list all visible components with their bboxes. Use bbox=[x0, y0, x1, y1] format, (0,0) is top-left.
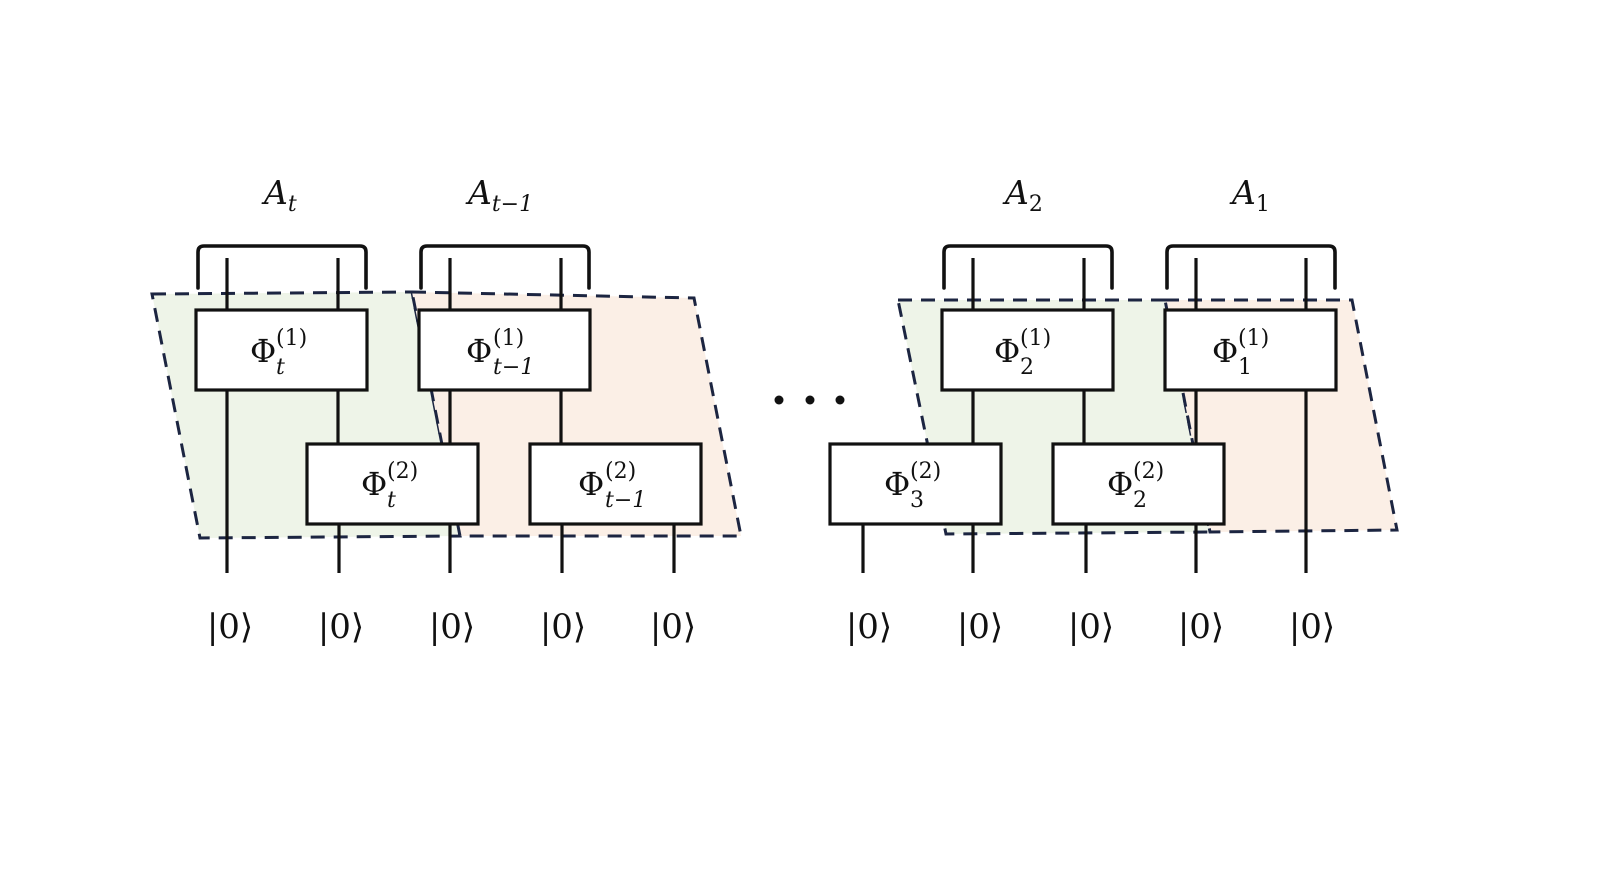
input-state-0: |0⟩ bbox=[207, 607, 253, 647]
svg-text:(1): (1) bbox=[276, 326, 307, 351]
gate-phi1-t-1: Φ (1) t−1 bbox=[417, 308, 592, 392]
svg-text:(2): (2) bbox=[910, 459, 941, 484]
svg-text:Φ: Φ bbox=[994, 332, 1020, 370]
group-braces bbox=[196, 244, 1337, 290]
input-state-5: |0⟩ bbox=[846, 607, 892, 647]
svg-text:Φ: Φ bbox=[361, 465, 387, 503]
svg-text:(1): (1) bbox=[1238, 326, 1269, 351]
svg-text:t−1: t−1 bbox=[493, 355, 534, 380]
svg-text:(1): (1) bbox=[493, 326, 524, 351]
gate-phi2-2: Φ (2) 2 bbox=[1051, 442, 1226, 526]
svg-text:t−1: t−1 bbox=[605, 488, 646, 513]
svg-text:(2): (2) bbox=[605, 459, 636, 484]
svg-text:3: 3 bbox=[910, 488, 924, 513]
gate-phi2-t: Φ (2) t bbox=[305, 442, 480, 526]
input-state-4: |0⟩ bbox=[650, 607, 696, 647]
svg-text:(2): (2) bbox=[387, 459, 418, 484]
svg-text:Φ: Φ bbox=[1107, 465, 1133, 503]
input-state-7: |0⟩ bbox=[1068, 607, 1114, 647]
svg-text:1: 1 bbox=[1238, 355, 1252, 380]
input-state-9: |0⟩ bbox=[1289, 607, 1335, 647]
svg-text:2: 2 bbox=[1133, 488, 1147, 513]
gate-phi2-3: Φ (2) 3 bbox=[828, 442, 1003, 526]
svg-text:t: t bbox=[387, 488, 396, 513]
brace-A1 bbox=[1165, 244, 1337, 290]
input-state-6: |0⟩ bbox=[957, 607, 1003, 647]
group-labels: At At−1 A2 A1 bbox=[261, 173, 1270, 217]
brace-A2 bbox=[942, 244, 1114, 290]
svg-text:Φ: Φ bbox=[1212, 332, 1238, 370]
svg-text:2: 2 bbox=[1020, 355, 1034, 380]
input-state-2: |0⟩ bbox=[429, 607, 475, 647]
svg-text:Φ: Φ bbox=[466, 332, 492, 370]
brace-At bbox=[196, 244, 368, 290]
svg-text:(2): (2) bbox=[1133, 459, 1164, 484]
input-state-3: |0⟩ bbox=[540, 607, 586, 647]
group-label-A2: A2 bbox=[1002, 173, 1043, 217]
input-state-8: |0⟩ bbox=[1178, 607, 1224, 647]
brace-At-1 bbox=[419, 244, 591, 290]
svg-text:t: t bbox=[276, 355, 285, 380]
svg-text:Φ: Φ bbox=[578, 465, 604, 503]
gates: Φ (1) t Φ (1) t−1 Φ (2) t Φ (2) t−1 Φ (1… bbox=[194, 308, 1338, 526]
svg-text:Φ: Φ bbox=[884, 465, 910, 503]
input-state-1: |0⟩ bbox=[318, 607, 364, 647]
ellipsis-dots bbox=[774, 395, 845, 405]
group-label-At-1: At−1 bbox=[465, 173, 533, 217]
group-label-A1: A1 bbox=[1229, 173, 1270, 217]
gate-phi1-2: Φ (1) 2 bbox=[940, 308, 1115, 392]
gate-phi1-1: Φ (1) 1 bbox=[1163, 308, 1338, 392]
svg-text:(1): (1) bbox=[1020, 326, 1051, 351]
svg-text:Φ: Φ bbox=[250, 332, 276, 370]
group-label-At: At bbox=[261, 173, 297, 217]
gate-phi2-t-1: Φ (2) t−1 bbox=[528, 442, 703, 526]
gate-phi1-t: Φ (1) t bbox=[194, 308, 369, 392]
input-states: |0⟩ |0⟩ |0⟩ |0⟩ |0⟩ |0⟩ |0⟩ |0⟩ |0⟩ |0⟩ bbox=[207, 607, 1335, 647]
